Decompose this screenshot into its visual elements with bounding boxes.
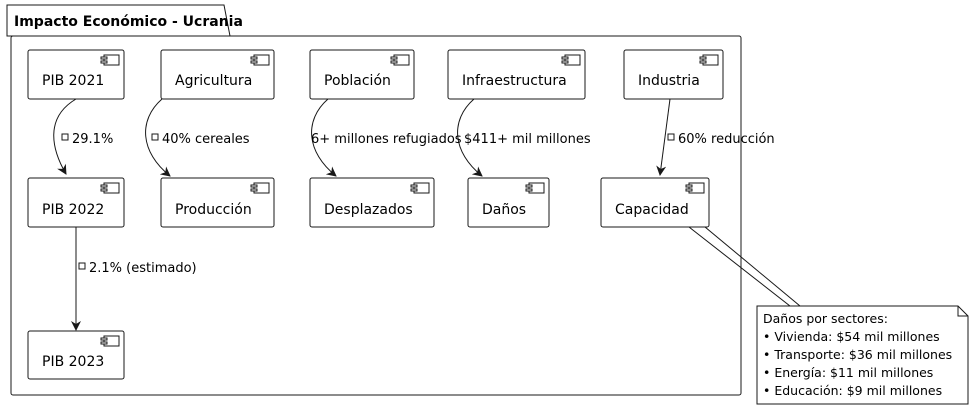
edge-industria-capacidad	[656, 98, 671, 176]
note-item: • Vivienda: $54 mil millones	[763, 329, 940, 344]
component-icon	[699, 54, 719, 66]
package-title: Impacto Económico - Ucrania	[14, 14, 243, 30]
node-label-pib2023: PIB 2023	[42, 354, 104, 370]
note-body	[756, 305, 969, 405]
edge-pib2021-pib2022	[53, 98, 77, 175]
node-capacidad[interactable]: Capacidad	[600, 177, 710, 228]
node-industria[interactable]: Industria	[623, 49, 724, 100]
edge-label-pib2021-pib2022: 29.1%	[72, 132, 113, 147]
component-icon	[561, 54, 581, 66]
edge-label-pib2022-pib2023: 2.1% (estimado)	[89, 261, 197, 276]
component-icon	[410, 182, 430, 194]
component-icon	[100, 54, 120, 66]
note-title: Daños por sectores:	[763, 311, 888, 326]
edge-label-infraestructura-danos: $411+ mil millones	[464, 132, 591, 147]
node-label-industria: Industria	[638, 73, 700, 89]
node-agricultura[interactable]: Agricultura	[160, 49, 275, 100]
node-produccion[interactable]: Producción	[160, 177, 275, 228]
node-desplazados[interactable]: Desplazados	[309, 177, 435, 228]
edges	[53, 98, 671, 331]
component-icon	[100, 182, 120, 194]
node-pib2022[interactable]: PIB 2022	[27, 177, 125, 228]
node-poblacion[interactable]: Población	[309, 49, 415, 100]
note-item: • Educación: $9 mil millones	[763, 383, 942, 398]
node-label-pib2022: PIB 2022	[42, 202, 104, 218]
node-label-desplazados: Desplazados	[324, 202, 413, 218]
component-icon	[390, 54, 410, 66]
note-item: • Transporte: $36 mil millones	[763, 347, 952, 362]
node-label-capacidad: Capacidad	[615, 202, 689, 218]
component-icon	[685, 182, 705, 194]
component-icon	[250, 182, 270, 194]
note-item: • Energía: $11 mil millones	[763, 365, 933, 380]
node-label-agricultura: Agricultura	[175, 73, 252, 89]
edge-labels: 29.1% 40% cereales 6+ millones refugiado…	[61, 132, 775, 276]
edge-poblacion-desplazados	[311, 98, 337, 177]
component-icon	[100, 335, 120, 347]
node-label-pib2021: PIB 2021	[42, 73, 104, 89]
nodes: PIB 2021 Agricultura Población Infraestr…	[27, 49, 724, 380]
component-icon	[250, 54, 270, 66]
component-icon	[525, 182, 545, 194]
edge-infraestructura-danos	[457, 98, 483, 177]
node-danos[interactable]: Daños	[467, 177, 550, 228]
edge-label-industria-capacidad: 60% reducción	[678, 132, 775, 147]
node-label-infraestructura: Infraestructura	[462, 73, 567, 89]
node-label-produccion: Producción	[175, 202, 252, 218]
node-label-poblacion: Población	[324, 73, 391, 89]
edge-label-agricultura-produccion: 40% cereales	[162, 132, 250, 147]
node-infraestructura[interactable]: Infraestructura	[447, 49, 586, 100]
edge-agricultura-produccion	[145, 98, 171, 177]
node-pib2021[interactable]: PIB 2021	[27, 49, 125, 100]
edge-label-poblacion-desplazados: 6+ millones refugiados	[311, 132, 462, 147]
node-pib2023[interactable]: PIB 2023	[27, 330, 125, 380]
note: Daños por sectores: • Vivienda: $54 mil …	[687, 226, 969, 405]
node-label-danos: Daños	[482, 202, 526, 218]
